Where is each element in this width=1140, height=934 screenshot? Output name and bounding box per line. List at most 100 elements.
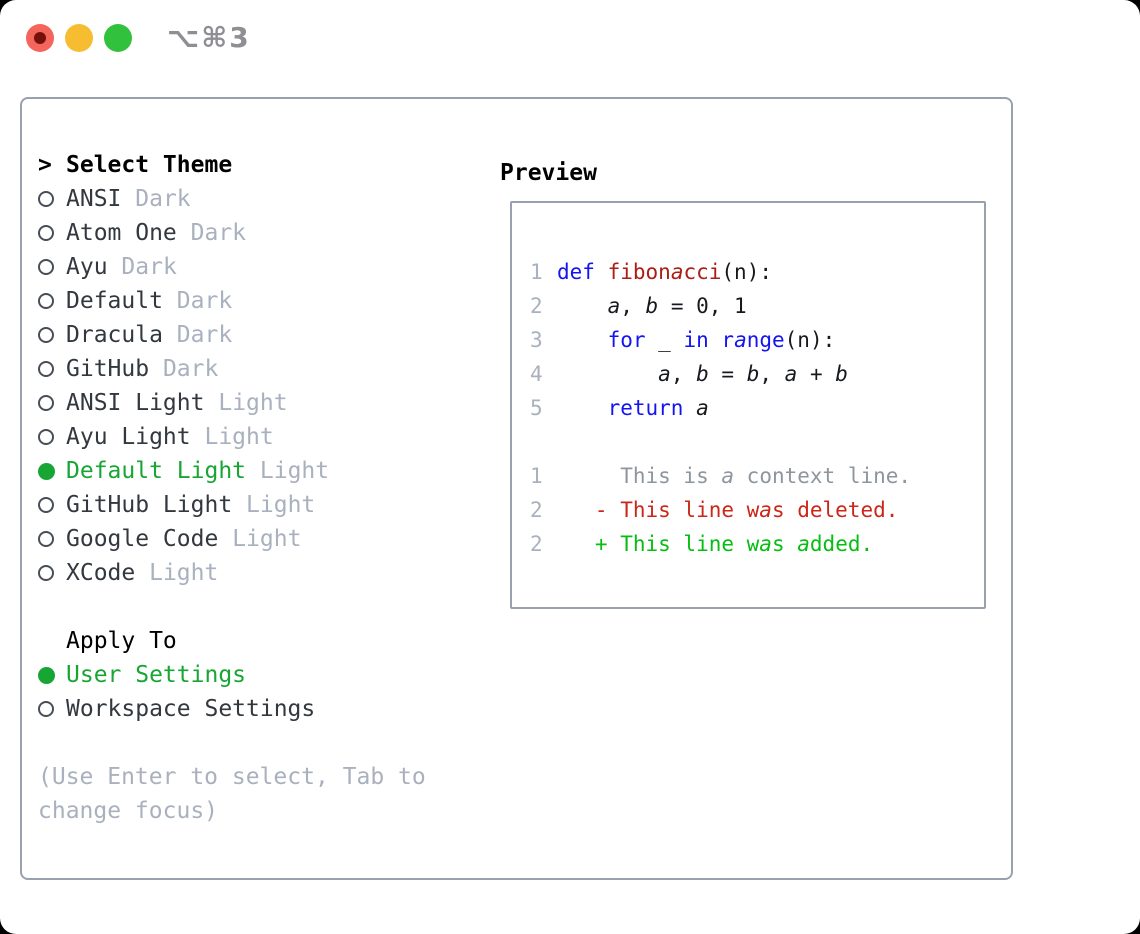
italic-a-glyph: a: [759, 498, 772, 522]
code-segment: =: [708, 362, 747, 386]
radio-unselected-icon: [38, 259, 54, 275]
theme-variant: Dark: [162, 356, 219, 382]
code-segment: [557, 362, 658, 386]
radio-marker: [38, 395, 66, 411]
theme-variant: Light: [218, 390, 288, 416]
diff-line: 2 + This line was added.: [530, 527, 984, 561]
code-segment: ,: [759, 362, 785, 386]
close-button[interactable]: [26, 24, 54, 52]
theme-name: Default: [66, 288, 163, 314]
theme-option-ansi-light[interactable]: ANSI Light Light: [38, 386, 483, 420]
theme-variant: Light: [246, 492, 316, 518]
italic-a-glyph: a: [759, 532, 772, 556]
code-segment: [683, 396, 696, 420]
theme-option-default[interactable]: Default Dark: [38, 284, 483, 318]
radio-marker: [38, 531, 66, 547]
code-line: 3 for _ in range(n):: [530, 323, 984, 357]
radio-unselected-icon: [38, 191, 54, 207]
italic-a-glyph: a: [696, 396, 709, 420]
spacer: [38, 726, 483, 760]
theme-name: ANSI Light: [66, 390, 205, 416]
gap: [135, 560, 149, 586]
theme-option-ayu[interactable]: Ayu Dark: [38, 250, 483, 284]
radio-selected-icon: [38, 666, 55, 684]
code-segment: for: [607, 328, 646, 352]
radio-unselected-icon: [38, 361, 54, 377]
code-segment: _: [645, 328, 684, 352]
theme-option-ansi[interactable]: ANSI Dark: [38, 182, 483, 216]
apply-to-label: Apply To: [66, 628, 177, 654]
diff-line: 1 This is a context line.: [530, 459, 984, 493]
radio-unselected-icon: [38, 429, 54, 445]
theme-variant: Dark: [176, 322, 233, 348]
line-number: 1: [530, 260, 543, 284]
theme-option-atom-one[interactable]: Atom One Dark: [38, 216, 483, 250]
theme-name: Ayu Light: [66, 424, 191, 450]
code-segment: ,: [620, 294, 646, 318]
line-number: 1: [530, 464, 543, 488]
theme-option-dracula[interactable]: Dracula Dark: [38, 318, 483, 352]
radio-marker: [38, 327, 66, 343]
theme-option-xcode[interactable]: XCode Light: [38, 556, 483, 590]
radio-unselected-icon: [38, 327, 54, 343]
code-segment: ,: [670, 362, 697, 386]
theme-name: GitHub Light: [66, 492, 233, 518]
line-number: 2: [530, 498, 543, 522]
preview-title: Preview: [500, 160, 597, 186]
hint-line-1: (Use Enter to select, Tab to: [38, 764, 426, 790]
radio-marker: [38, 666, 66, 684]
code-segment: This is a context line.: [557, 464, 912, 488]
italic-a-glyph: a: [721, 464, 735, 488]
gap: [177, 220, 191, 246]
hint-line-2: change focus): [38, 798, 219, 824]
theme-option-ayu-light[interactable]: Ayu Light Light: [38, 420, 483, 454]
code-segment: range: [721, 328, 785, 352]
code-segment: a: [696, 396, 709, 420]
code-segment: = 0, 1: [658, 294, 747, 318]
gap: [191, 424, 205, 450]
theme-name: Ayu: [66, 254, 108, 280]
radio-unselected-icon: [38, 293, 54, 309]
theme-option-github[interactable]: GitHub Dark: [38, 352, 483, 386]
titlebar: ⌥⌘3: [0, 0, 1140, 76]
theme-option-google-code[interactable]: Google Code Light: [38, 522, 483, 556]
code-segment: a: [608, 294, 621, 318]
radio-marker: [38, 191, 66, 207]
code-segment: return: [607, 396, 684, 420]
italic-a-glyph: a: [734, 328, 747, 352]
gap: [246, 458, 260, 484]
radio-marker: [38, 225, 66, 241]
code-segment: def: [557, 260, 595, 284]
gap: [163, 288, 177, 314]
radio-marker: [38, 497, 66, 513]
code-segment: [557, 396, 608, 420]
zoom-button[interactable]: [104, 24, 132, 52]
theme-variant: Dark: [176, 288, 233, 314]
italic-a-glyph: a: [658, 362, 671, 386]
theme-option-default-light[interactable]: Default Light Light: [38, 454, 483, 488]
code-line: 2 a, b = 0, 1: [530, 289, 984, 323]
code-segment: a: [785, 362, 798, 386]
apply-option-workspace-settings[interactable]: Workspace Settings: [38, 692, 483, 726]
window-title-shortcut: ⌥⌘3: [167, 21, 251, 54]
apply-option-user-settings[interactable]: User Settings: [38, 658, 483, 692]
gap: [204, 390, 218, 416]
select-theme-label: Select Theme: [66, 152, 233, 178]
code-segment: fibonacci: [607, 260, 722, 284]
theme-variant: Light: [204, 424, 274, 450]
radio-unselected-icon: [38, 701, 54, 717]
theme-option-github-light[interactable]: GitHub Light Light: [38, 488, 483, 522]
minimize-button[interactable]: [65, 24, 93, 52]
radio-marker: [38, 259, 66, 275]
theme-name: ANSI: [66, 186, 122, 212]
theme-variant: Light: [149, 560, 219, 586]
theme-variant: Light: [259, 458, 330, 484]
gap: [149, 356, 163, 382]
gap: [108, 254, 122, 280]
code-line: [530, 425, 984, 459]
radio-marker: [38, 565, 66, 581]
radio-unselected-icon: [38, 225, 54, 241]
